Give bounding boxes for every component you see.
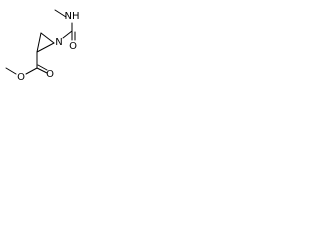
atom-label-amide-o: O [69, 41, 77, 52]
bond-ester-o-methyl [5, 67, 17, 75]
bond-nh-methyl [54, 9, 67, 18]
bond-ester-c-o-single [25, 67, 38, 75]
bond-ring-c2-n [36, 42, 55, 53]
bond-ester-c-o-second [37, 64, 48, 71]
bond-ring-n-c3 [40, 32, 55, 44]
atom-label-ring-n: N [55, 37, 62, 48]
bond-ester-c-o [36, 67, 48, 74]
molecule-structure: N O NH O O [5, 9, 80, 83]
bond-layer [5, 9, 76, 75]
atom-label-layer: N O NH O O [17, 11, 79, 83]
bond-n-amide-c [62, 30, 73, 39]
atom-label-ester-o-single: O [17, 72, 25, 83]
atom-label-ester-o-carbonyl: O [46, 69, 54, 80]
bond-ring-c3-c2 [36, 32, 42, 53]
atom-label-amide-nh: NH [65, 11, 80, 22]
